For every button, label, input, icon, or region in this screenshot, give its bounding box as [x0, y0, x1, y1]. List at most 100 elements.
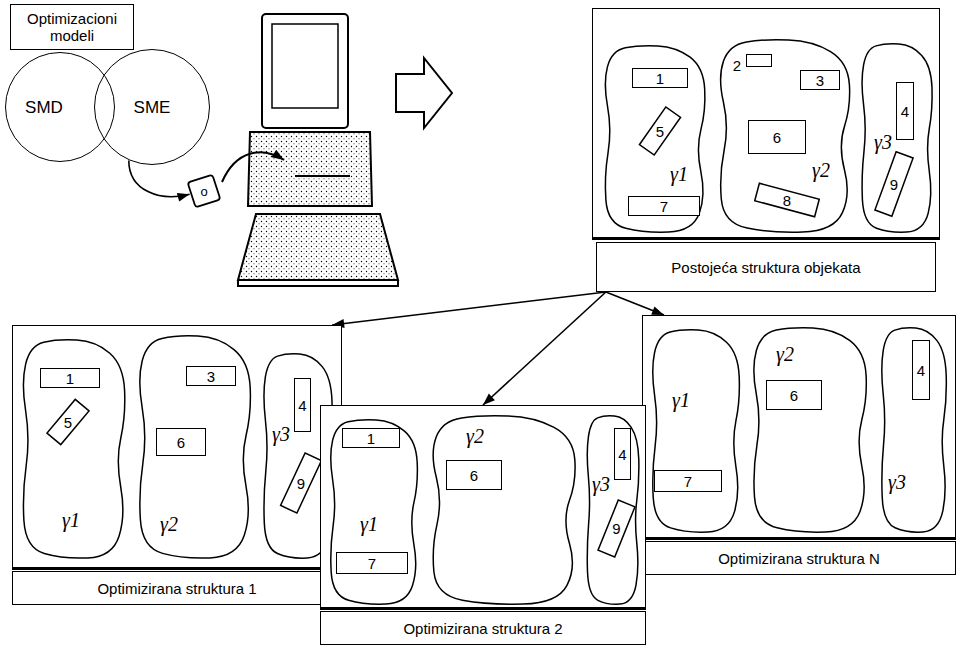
- arrow-head: [483, 394, 495, 405]
- set-label: SME: [134, 99, 171, 116]
- object-number: 7: [368, 556, 376, 571]
- structure-panel: Optimizirana struktura Nγ17γ26γ34: [642, 315, 956, 575]
- set-circle: SME: [94, 49, 210, 165]
- connector: [129, 160, 190, 201]
- object-number: 9: [297, 476, 305, 491]
- region-label: γ1: [672, 390, 690, 410]
- region-line: [862, 44, 932, 233]
- arrow-head: [651, 306, 664, 315]
- object-number: 4: [917, 363, 925, 378]
- region-label: γ2: [466, 426, 484, 446]
- object-box: 6: [446, 460, 502, 490]
- diskette-icon: o: [188, 175, 220, 207]
- region-outline: γ2 2 3 6 8: [714, 38, 856, 234]
- panel-frame: [642, 315, 956, 540]
- object-box: 5: [46, 398, 90, 446]
- region-outline: γ2 3 6: [134, 334, 256, 560]
- region-outline: γ34 9: [584, 414, 642, 606]
- object-number: 6: [790, 388, 798, 403]
- diskette-outline: [188, 175, 221, 208]
- region-outline: γ3 4 9: [858, 42, 936, 234]
- object-outline: [755, 183, 820, 216]
- panel-caption: Optimizirana struktura 1: [12, 571, 342, 605]
- keyboard: [238, 214, 398, 280]
- set-label: SMD: [25, 99, 63, 116]
- object-box: 4: [896, 82, 914, 140]
- object-number: 5: [656, 124, 664, 139]
- object-number: 6: [773, 130, 781, 145]
- object-number: 1: [367, 431, 375, 446]
- object-number: 9: [890, 177, 898, 192]
- system-unit: [248, 132, 372, 206]
- connector-line: [129, 160, 190, 196]
- object-number: 4: [901, 104, 909, 119]
- object-box: 7: [336, 552, 408, 574]
- object-box: 6: [156, 428, 206, 456]
- object-box: 2: [746, 54, 772, 67]
- connector-line: [606, 292, 664, 315]
- keyboard-edge: [238, 280, 398, 286]
- region-outline: γ1 1 5 7: [600, 44, 710, 234]
- structure-panel: Optimizirana struktura 2 γ1 1 7 γ2 6 γ34 9: [320, 405, 646, 645]
- object-number: 3: [816, 73, 824, 88]
- region-line: [587, 416, 639, 605]
- region-label: γ3: [592, 474, 610, 494]
- region-line: [140, 336, 251, 558]
- region-line: [882, 328, 947, 532]
- model-box: Optimizacioni modeli: [10, 4, 134, 50]
- object-box: 4: [614, 428, 631, 480]
- structure-panel: Postojeća struktura objekataγ1157γ22368γ…: [592, 8, 940, 292]
- box-label: Optimizacioni modeli: [27, 10, 117, 45]
- object-number: 1: [656, 71, 664, 86]
- panel-caption: Optimizirana struktura N: [642, 541, 956, 575]
- region-label: γ3: [874, 132, 892, 152]
- object-box: 8: [752, 180, 822, 220]
- region-line: [331, 420, 418, 605]
- object-box: 1: [40, 368, 100, 388]
- object-outline: [639, 107, 680, 155]
- object-number: 7: [684, 474, 692, 489]
- region-outline: γ34: [878, 326, 950, 534]
- object-number: 2: [733, 58, 741, 73]
- object-box: 1: [632, 68, 688, 88]
- object-number: 3: [207, 369, 215, 384]
- outline-svg: [748, 326, 872, 534]
- region-label: γ2: [812, 160, 830, 180]
- object-outline: [281, 453, 322, 513]
- outline-svg: [648, 328, 744, 534]
- object-number: 1: [66, 371, 74, 386]
- object-box: 3: [800, 70, 840, 90]
- region-outline: γ115: [18, 338, 130, 560]
- region-label: γ1: [670, 164, 688, 184]
- object-number: 8: [783, 193, 791, 208]
- set-circle: SMD: [5, 52, 115, 162]
- drive-slot: [295, 175, 350, 177]
- region-outline: γ2 6: [426, 414, 582, 606]
- region-line: [653, 330, 740, 532]
- panel-caption: Optimizirana struktura 2: [320, 611, 646, 645]
- region-outline: γ1 7: [648, 328, 744, 534]
- object-number: 5: [64, 415, 72, 430]
- object-outline: [47, 399, 89, 444]
- object-box: 9: [598, 500, 635, 557]
- region-outline: γ1 1 7: [326, 418, 422, 606]
- region-label: γ2: [160, 514, 178, 534]
- region-line: [605, 46, 705, 233]
- object-outline: [598, 500, 635, 557]
- object-box: 9: [280, 452, 322, 514]
- connector: [332, 292, 606, 328]
- object-number: 7: [660, 199, 668, 214]
- connector: [483, 292, 606, 405]
- object-box: 6: [766, 380, 822, 410]
- diskette-label: o: [200, 185, 207, 198]
- connector: [606, 292, 664, 315]
- region-line: [23, 340, 124, 558]
- connector-line: [332, 292, 606, 325]
- object-box: 7: [654, 470, 722, 492]
- object-outline: [875, 152, 913, 216]
- object-number: 6: [177, 435, 185, 450]
- panel-caption: Postojeća struktura objekata: [596, 242, 936, 292]
- hollow-arrow: [396, 58, 452, 128]
- region-line: [721, 40, 850, 232]
- region-label: γ1: [360, 514, 378, 534]
